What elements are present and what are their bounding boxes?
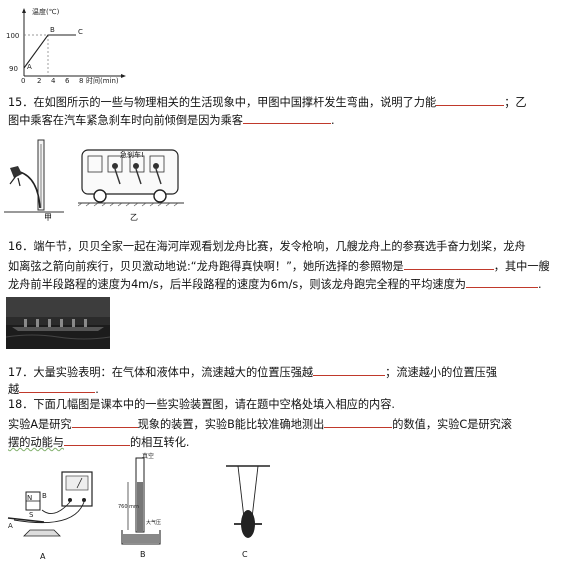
q15-blank1[interactable]	[436, 94, 505, 106]
q17-blank2[interactable]	[19, 381, 96, 393]
bus-figure	[78, 149, 184, 207]
dragon-boat-photo	[6, 297, 110, 349]
maxwell-wheel-figure	[226, 465, 270, 538]
q15-line1: 15．在如图所示的一些与物理相关的生活现象中，甲图中国撑杆发生弯曲，说明了力能；…	[8, 94, 527, 109]
q16-blank2[interactable]	[465, 276, 538, 288]
graph-xlabel: 时间(min)	[86, 76, 119, 84]
q15-blank2[interactable]	[242, 112, 331, 124]
q16-blank1[interactable]	[403, 258, 494, 270]
xtick-8: 8	[79, 77, 83, 84]
sign-text: 急刹车!	[120, 151, 144, 159]
label-760mm: 760 mm	[118, 504, 139, 510]
xtick-2: 2	[37, 77, 41, 84]
q18-blank3[interactable]	[63, 434, 130, 446]
xtick-6: 6	[65, 77, 70, 84]
point-b: B	[50, 26, 55, 34]
caption-yi: 乙	[130, 213, 138, 222]
label-s: S	[29, 511, 34, 519]
caption-c: C	[242, 550, 248, 559]
tick-100: 100	[6, 32, 19, 40]
q15-line2: 图中乘客在汽车紧急刹车时向前倾倒是因为乘客.	[8, 112, 335, 127]
q18-line3: 摆的动能与的相互转化.	[8, 434, 190, 449]
caption-jia: 甲	[44, 213, 52, 222]
q16-line2: 如离弦之箭向前疾行，贝贝激动地说:“龙舟跑得真快啊！”，她所选择的参照物是，其中…	[8, 258, 550, 273]
q17-line2: 越.	[8, 381, 99, 396]
caption-a: A	[40, 552, 46, 561]
point-c: C	[78, 28, 83, 36]
xtick-4: 4	[51, 77, 56, 84]
q18-blank1[interactable]	[71, 416, 138, 428]
label-vacuum: 真空	[142, 452, 154, 460]
label-a: A	[8, 522, 13, 530]
label-b: B	[42, 492, 47, 500]
q18-line1: 18．下面几幅图是课本中的一些实验装置图，请在题中空格处填入相应的内容.	[8, 398, 395, 411]
torricelli-experiment-figure: 真空 760 mm 大气压	[118, 452, 161, 545]
induction-experiment-figure: N B A S	[7, 471, 93, 537]
q16-line1: 16．端午节，贝贝全家一起在海河岸观看划龙舟比赛，发令枪响，几艘龙舟上的参赛选手…	[8, 240, 526, 253]
point-a: A	[27, 63, 32, 71]
tick-90: 90	[9, 65, 18, 73]
q17-blank1[interactable]	[313, 364, 386, 376]
pole-vault-figure	[4, 139, 64, 213]
q16-line3: 龙舟前半段路程的速度为4m/s，后半段路程的速度为6m/s，则该龙舟跑完全程的平…	[8, 276, 542, 291]
q17-line1: 17．大量实验表明：在气体和液体中，流速越大的位置压强越；流速越小的位置压强	[8, 364, 498, 379]
q18-blank2[interactable]	[324, 416, 393, 428]
label-n: N	[27, 494, 32, 502]
caption-b: B	[140, 550, 146, 559]
q18-line2: 实验A是研究现象的装置，实验B能比较准确地测出的数值，实验C是研究滚	[8, 416, 512, 431]
temperature-time-graph: 温度(℃) 100 90 A B C 0 2 4 6 8 时间(min)	[6, 7, 126, 84]
label-pressure: 大气压	[146, 519, 161, 526]
xtick-0: 0	[21, 77, 25, 84]
graph-ylabel: 温度(℃)	[32, 7, 60, 16]
